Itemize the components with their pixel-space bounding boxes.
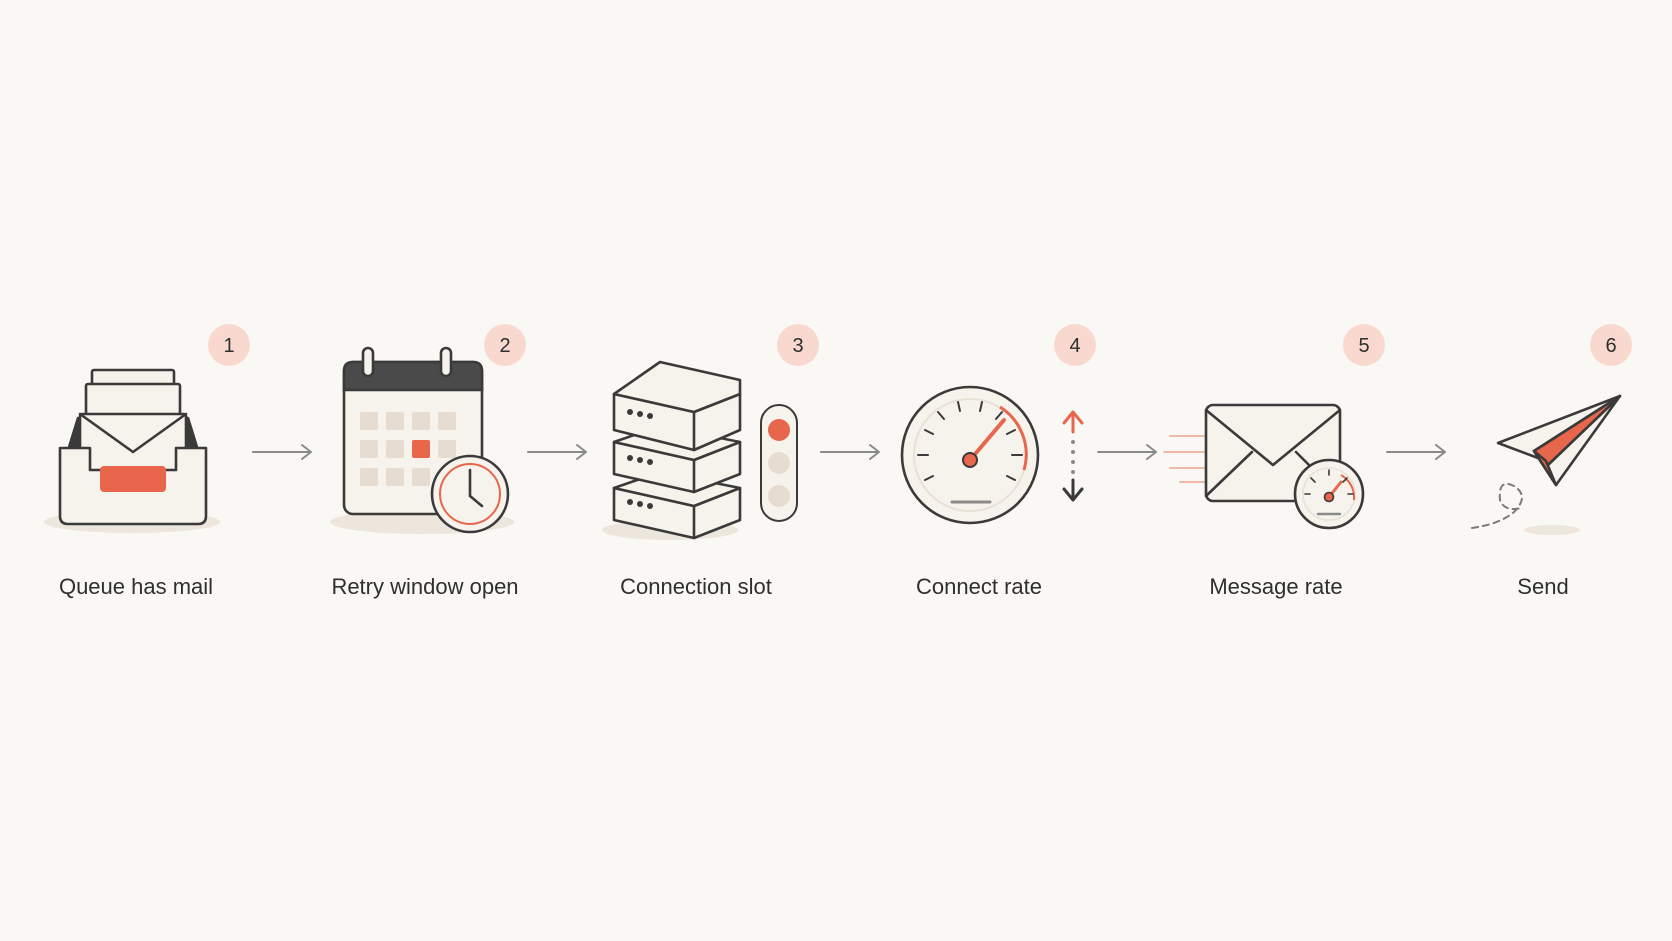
step-label: Connect rate xyxy=(916,574,1042,599)
rate-adjust-icon xyxy=(1062,410,1084,502)
flow-arrow xyxy=(252,444,312,460)
step-label: Queue has mail xyxy=(59,574,213,599)
flow-arrow xyxy=(527,444,587,460)
gauge-icon xyxy=(900,385,1040,525)
step-number: 5 xyxy=(1358,335,1369,357)
step-number: 3 xyxy=(792,335,803,357)
paper-plane-icon xyxy=(1471,394,1622,535)
step-6: 6 Send xyxy=(1471,324,1632,599)
step-number: 6 xyxy=(1605,335,1616,357)
calendar-clock-icon xyxy=(330,346,514,534)
step-5: 5 Message rate xyxy=(1163,324,1385,599)
flow-arrow xyxy=(1386,444,1446,460)
step-label: Connection slot xyxy=(620,574,772,599)
step-badge: 6 xyxy=(1590,324,1632,366)
inbox-tray-icon xyxy=(44,368,220,533)
step-label: Retry window open xyxy=(331,574,518,599)
step-4: 4 Connect rate xyxy=(900,324,1096,599)
step-number: 2 xyxy=(499,335,510,357)
flow-arrow xyxy=(1097,444,1157,460)
step-badge: 3 xyxy=(777,324,819,366)
step-label: Send xyxy=(1517,574,1568,599)
step-2: 2 Retry window open xyxy=(330,324,526,599)
step-1: 1 Queue has mail xyxy=(44,324,250,599)
step-badge: 2 xyxy=(484,324,526,366)
envelope-gauge-icon xyxy=(1163,403,1365,530)
step-badge: 4 xyxy=(1054,324,1096,366)
step-badge: 5 xyxy=(1343,324,1385,366)
step-number: 1 xyxy=(223,335,234,357)
step-label: Message rate xyxy=(1209,574,1342,599)
step-3: 3 Connection slot xyxy=(602,324,819,599)
flow-arrow xyxy=(820,444,880,460)
server-slot-icon xyxy=(602,360,798,540)
step-number: 4 xyxy=(1069,335,1080,357)
step-badge: 1 xyxy=(208,324,250,366)
